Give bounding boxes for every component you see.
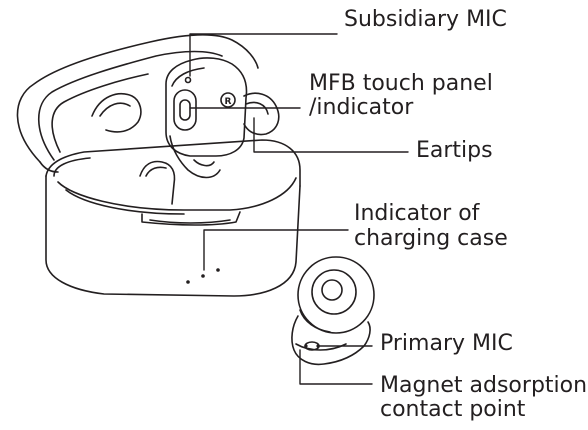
- label-mfb-line1: MFB touch panel: [309, 71, 493, 96]
- leader-subsidiary-mic: [189, 33, 338, 77]
- leader-case-indicator: [203, 229, 349, 271]
- earbud-eartip: [243, 92, 280, 136]
- subsidiary-mic-dot: [184, 76, 192, 84]
- leader-eartips: [253, 117, 409, 153]
- earbud-stem: [165, 57, 248, 157]
- earbud-R-marking: [220, 92, 236, 108]
- label-case-indicator-line2: charging case: [354, 226, 508, 251]
- label-case-indicator-line1: Indicator of: [354, 201, 480, 226]
- label-magnet-line1: Magnet adsorption: [380, 373, 588, 398]
- earbud-in-case: R: [91, 57, 280, 179]
- case-body: [45, 175, 301, 297]
- label-mfb-line2: /indicator: [309, 95, 414, 120]
- svg-text:R: R: [225, 97, 232, 107]
- loose-earbud: [291, 256, 375, 366]
- loose-eartip-outer: [297, 256, 375, 334]
- mfb-touch-pad: [173, 89, 197, 131]
- charging-case: [16, 34, 301, 297]
- label-eartips: Eartips: [416, 138, 493, 163]
- loose-earbud-body: [291, 315, 371, 366]
- leader-magnet-contact: [299, 349, 373, 385]
- label-magnet-line2: contact point: [380, 397, 526, 422]
- case-lid: [16, 34, 259, 163]
- leader-lines: [189, 33, 409, 385]
- label-subsidiary-mic: Subsidiary MIC: [344, 7, 507, 32]
- loose-eartip-inner: [311, 269, 357, 315]
- case-indicator-dots: [186, 268, 220, 284]
- label-primary-mic: Primary MIC: [380, 331, 513, 356]
